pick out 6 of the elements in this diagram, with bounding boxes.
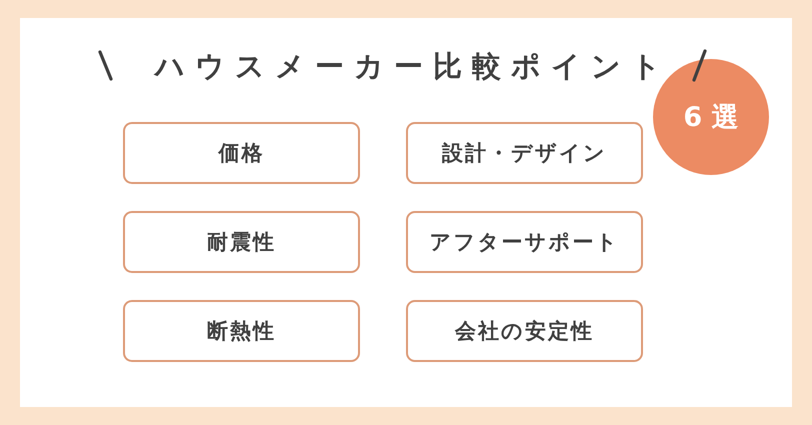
point-box: アフターサポート [406,211,643,273]
point-box: 価格 [123,122,360,184]
point-box: 断熱性 [123,300,360,362]
point-box: 設計・デザイン [406,122,643,184]
point-box: 耐震性 [123,211,360,273]
point-box: 会社の安定性 [406,300,643,362]
